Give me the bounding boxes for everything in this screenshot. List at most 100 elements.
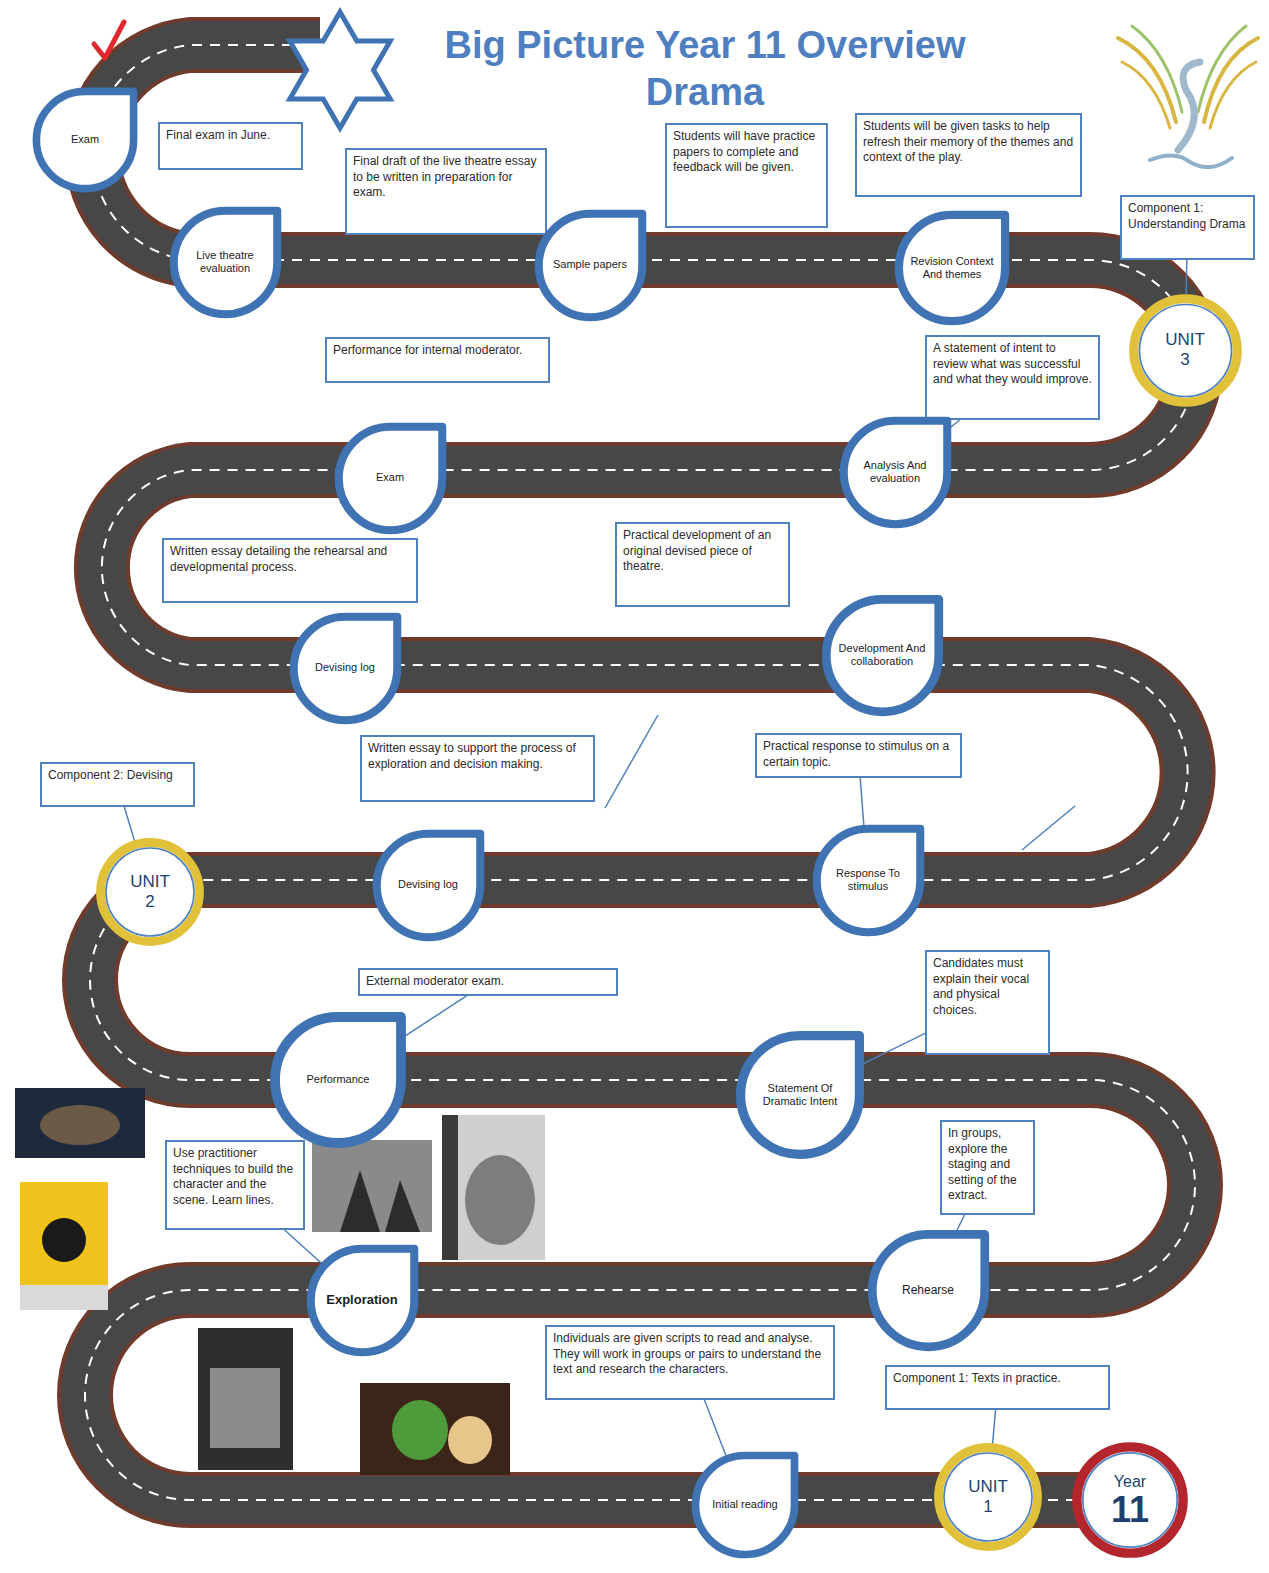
marker-text: Statement Of Dramatic Intent <box>753 1082 848 1108</box>
book-cover-detail <box>210 1368 280 1448</box>
marker-label: Response To stimulus <box>827 867 910 893</box>
stage-marker: Response To stimulus <box>811 823 926 938</box>
ring-inner <box>944 1453 1032 1541</box>
ring-band <box>1133 298 1237 402</box>
ring-band <box>939 1448 1038 1547</box>
stage-marker: Exam <box>333 421 448 536</box>
marker-text: Sample papers <box>553 258 627 271</box>
marker-text: Live theatre evaluation <box>184 249 267 275</box>
marker-label: Live theatre evaluation <box>184 249 267 275</box>
marker-text: UNIT 2 <box>127 872 173 913</box>
teardrop-shape <box>36 91 133 188</box>
note-text: Written essay to support the process of … <box>368 741 587 772</box>
marker-text: UNIT 3 <box>1162 330 1208 371</box>
unit-marker: UNIT 1 <box>933 1442 1043 1552</box>
stage-marker: Devising log <box>288 611 403 726</box>
note-text: Final draft of the live theatre essay to… <box>353 154 539 201</box>
stage-marker: Devising log <box>371 828 486 943</box>
note-box: A statement of intent to review what was… <box>925 335 1100 420</box>
marker-text: UNIT 1 <box>965 1477 1011 1518</box>
logo-wing <box>1204 38 1258 122</box>
road-edge <box>85 45 1195 1500</box>
marker-label: Initial reading <box>706 1498 785 1511</box>
note-text: Students will be given tasks to help ref… <box>863 119 1074 166</box>
note-text: Individuals are given scripts to read an… <box>553 1331 827 1378</box>
note-text: Component 1: Texts in practice. <box>893 1371 1102 1387</box>
note-box: Component 1: Understanding Drama <box>1120 195 1255 260</box>
note-box: Final exam in June. <box>158 122 303 170</box>
stage-marker: Statement Of Dramatic Intent <box>734 1029 866 1161</box>
road-surface <box>85 45 1195 1500</box>
book-cover-spine <box>442 1115 458 1260</box>
marker-label: Analysis And evaluation <box>854 459 937 485</box>
logo-wing <box>1210 62 1256 128</box>
note-box: Students will be given tasks to help ref… <box>855 113 1082 197</box>
teardrop-shape <box>826 599 939 712</box>
note-box: Practical response to stimulus on a cert… <box>755 733 962 778</box>
teardrop-shape <box>173 210 277 314</box>
star-symbol <box>290 12 390 128</box>
leader-line <box>992 1410 995 1447</box>
note-text: Candidates must explain their vocal and … <box>933 956 1042 1018</box>
marker-text: Devising log <box>315 661 375 674</box>
teardrop-shape <box>843 420 947 524</box>
marker-text: Exploration <box>326 1292 398 1308</box>
school-logo <box>1118 26 1258 167</box>
note-box: Practical development of an original dev… <box>615 522 790 607</box>
stage-marker: Rehearse <box>866 1228 991 1353</box>
note-text: In groups, explore the staging and setti… <box>948 1126 1027 1204</box>
book-cover-strip <box>20 1285 108 1310</box>
marker-label: Performance <box>288 1073 389 1086</box>
ring-band <box>101 843 200 942</box>
marker-label: Devising log <box>304 661 387 674</box>
teardrop-shape <box>872 1234 985 1347</box>
note-text: Written essay detailing the rehearsal an… <box>170 544 410 575</box>
book-cover <box>198 1328 293 1470</box>
stage-marker: Performance <box>268 1010 408 1150</box>
theatre-photo <box>15 1088 145 1158</box>
ring-band <box>1077 1447 1183 1553</box>
marker-text: Year <box>1114 1472 1146 1491</box>
note-text: Use practitioner techniques to build the… <box>173 1146 297 1208</box>
stage-marker: Analysis And evaluation <box>838 415 953 530</box>
note-box: Component 1: Texts in practice. <box>885 1365 1110 1410</box>
marker-text: Exam <box>376 471 404 484</box>
stray-line <box>1022 806 1075 850</box>
note-box: Candidates must explain their vocal and … <box>925 950 1050 1055</box>
bw-photo-detail <box>340 1170 420 1232</box>
stage-marker: Revision Context And themes <box>893 209 1011 327</box>
note-box: External moderator exam. <box>358 968 618 996</box>
marker-text: Response To stimulus <box>827 867 910 893</box>
marker-text: Performance <box>307 1073 370 1086</box>
marker-text: Revision Context And themes <box>910 255 995 281</box>
teardrop-shape <box>899 215 1005 321</box>
leader-line <box>854 1033 925 1068</box>
marker-text: Initial reading <box>712 1498 777 1511</box>
ring-inner <box>106 848 194 936</box>
note-text: External moderator exam. <box>366 974 610 990</box>
book-cover <box>442 1115 545 1260</box>
teardrop-shape <box>538 213 642 317</box>
marker-text: Rehearse <box>902 1283 954 1297</box>
logo-swan <box>1178 62 1200 150</box>
marker-label: Revision Context And themes <box>910 255 995 281</box>
stage-marker: Exploration <box>305 1243 420 1358</box>
leader-line <box>860 778 864 827</box>
unit-marker: Year11 <box>1071 1441 1189 1559</box>
marker-label: Devising log <box>387 878 470 891</box>
note-box: Use practitioner techniques to build the… <box>165 1140 305 1230</box>
stage-marker: Development And collaboration <box>820 593 945 718</box>
teardrop-shape <box>310 1248 414 1352</box>
stray-line <box>605 715 658 808</box>
note-box: Students will have practice papers to co… <box>665 123 828 228</box>
note-box: Individuals are given scripts to read an… <box>545 1325 835 1400</box>
teardrop-shape <box>338 426 442 530</box>
stage-marker: Live theatre evaluation <box>168 205 283 320</box>
marker-label: Exam <box>349 471 432 484</box>
marker-label: Exam <box>46 133 124 146</box>
teardrop-shape <box>275 1017 401 1143</box>
marker-label: Exploration <box>321 1292 404 1308</box>
leader-line <box>704 1400 726 1458</box>
marker-label: Statement Of Dramatic Intent <box>753 1082 848 1108</box>
